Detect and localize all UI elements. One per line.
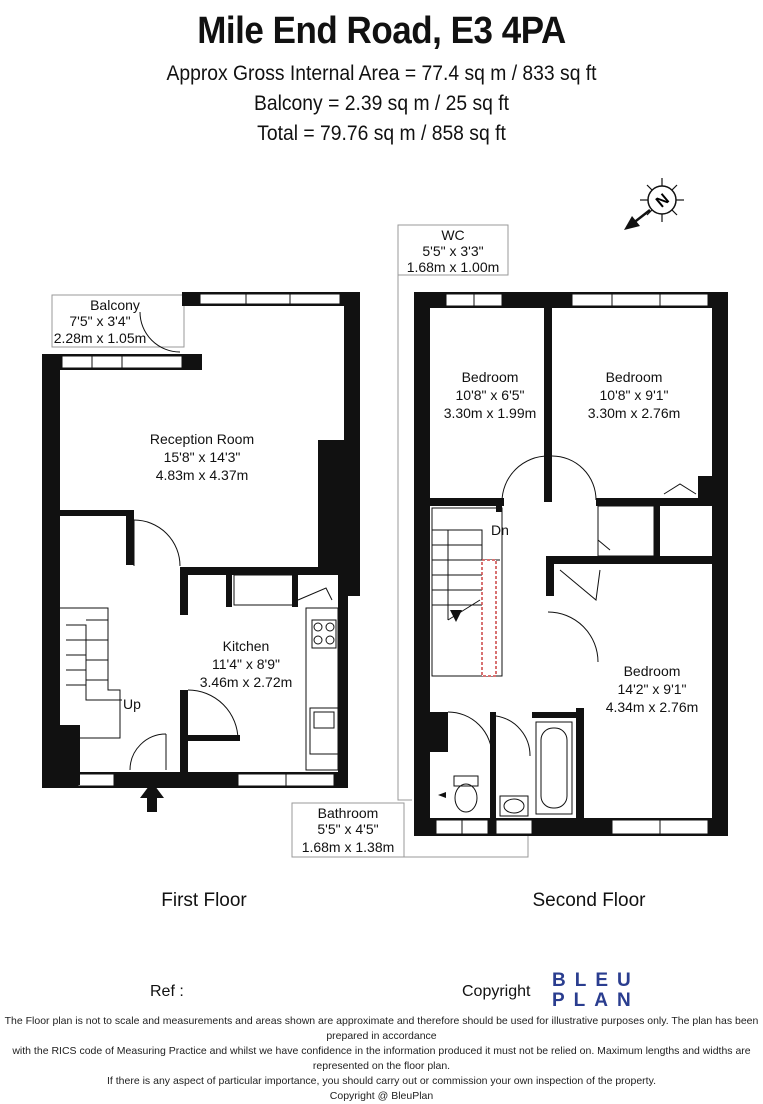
- bedroom3-imperial: 14'2" x 9'1": [618, 681, 687, 697]
- compass-letter: N: [653, 191, 673, 211]
- kitchen-name: Kitchen: [223, 638, 270, 654]
- disclaimer-line: The Floor plan is not to scale and measu…: [4, 1015, 759, 1042]
- second-floor-label: Second Floor: [532, 890, 646, 911]
- bleuplan-logo-line2: PLAN: [552, 990, 640, 1011]
- kitchen-metric: 3.46m x 2.72m: [200, 674, 293, 690]
- disclaimer-line: with the RICS code of Measuring Practice…: [12, 1045, 751, 1072]
- balcony-area-text: Balcony = 2.39 sq m / 25 sq ft: [253, 92, 510, 115]
- bedroom2-name: Bedroom: [606, 369, 663, 385]
- bathroom-metric: 1.68m x 1.38m: [302, 839, 395, 855]
- floor-plan-drawing: N: [42, 178, 728, 858]
- disclaimer: The Floor plan is not to scale and measu…: [0, 1014, 763, 1104]
- kitchen-imperial: 11'4" x 8'9": [212, 656, 280, 672]
- second-floor-plan: WC 5'5" x 3'3" 1.68m x 1.00m Bedroom 10'…: [291, 224, 728, 858]
- bedroom1-name: Bedroom: [462, 369, 519, 385]
- page-title: Mile End Road, E3 4PA: [197, 10, 566, 52]
- reception-metric: 4.83m x 4.37m: [156, 467, 249, 483]
- bathroom-name: Bathroom: [318, 805, 379, 821]
- bedroom2-imperial: 10'8" x 9'1": [600, 387, 669, 403]
- reception-imperial: 15'8" x 14'3": [164, 449, 241, 465]
- bedroom1-metric: 3.30m x 1.99m: [444, 405, 537, 421]
- first-floor-label: First Floor: [161, 890, 247, 911]
- bedroom3-name: Bedroom: [624, 663, 681, 679]
- bleuplan-logo-line1: BLEU: [552, 970, 640, 991]
- stairs-up-label: Up: [123, 696, 141, 712]
- wc-name: WC: [441, 227, 464, 243]
- balcony-name: Balcony: [90, 297, 140, 313]
- total-area-text: Total = 79.76 sq m / 858 sq ft: [257, 122, 506, 145]
- wc-imperial: 5'5" x 3'3": [422, 243, 483, 259]
- wc-metric: 1.68m x 1.00m: [407, 259, 500, 275]
- bedroom3-metric: 4.34m x 2.76m: [606, 699, 699, 715]
- copyright-label: Copyright: [462, 983, 531, 1000]
- north-arrow-icon: N: [624, 178, 684, 230]
- ref-label: Ref :: [150, 983, 184, 1000]
- disclaimer-line: Copyright @ BleuPlan: [329, 1090, 434, 1102]
- disclaimer-line: If there is any aspect of particular imp…: [107, 1075, 656, 1087]
- stairs-down-label: Dn: [491, 522, 509, 538]
- first-floor-plan: Balcony 7'5" x 3'4" 2.28m x 1.05m Recept…: [42, 292, 360, 812]
- gross-area-text: Approx Gross Internal Area = 77.4 sq m /…: [166, 62, 597, 85]
- bathroom-imperial: 5'5" x 4'5": [317, 821, 378, 837]
- bedroom2-metric: 3.30m x 2.76m: [588, 405, 681, 421]
- reception-name: Reception Room: [150, 431, 254, 447]
- bedroom1-imperial: 10'8" x 6'5": [456, 387, 525, 403]
- balcony-metric: 2.28m x 1.05m: [54, 330, 147, 346]
- balcony-imperial: 7'5" x 3'4": [69, 313, 130, 329]
